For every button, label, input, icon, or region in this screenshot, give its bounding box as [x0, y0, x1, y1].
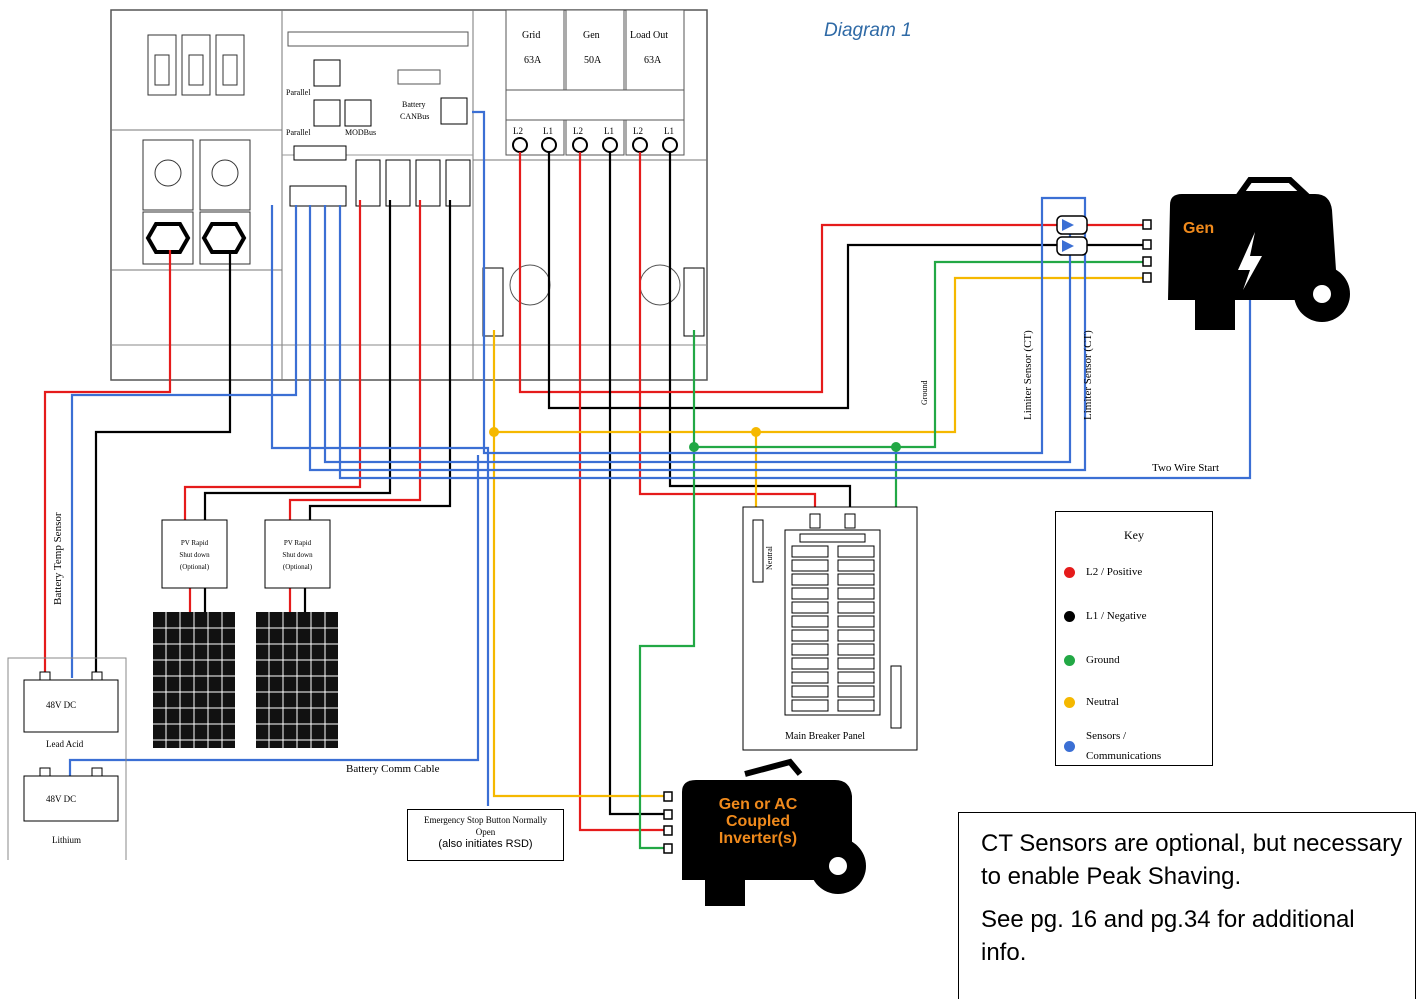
terminal-label: L1 — [543, 126, 553, 136]
lithium-voltage: 48V DC — [46, 794, 77, 804]
pv-panel-2 — [256, 612, 338, 748]
yellow-dot-icon — [1064, 696, 1075, 708]
two-wire-start-label: Two Wire Start — [1152, 462, 1220, 474]
legend-title: Key — [1124, 528, 1144, 542]
ac-coupled-label: Gen or AC Coupled Inverter(s) — [718, 796, 798, 847]
legend-item-l1: L1 / Negative — [1064, 610, 1146, 622]
battery-comm-cable-label: Battery Comm Cable — [346, 763, 440, 775]
port-canbus: CANBus — [400, 112, 430, 121]
blue-dot-icon — [1064, 740, 1075, 752]
lead-acid-voltage: 48V DC — [46, 700, 77, 710]
limiter-sensor-1-label: Limiter Sensor (CT) — [1022, 330, 1034, 420]
pv-panel-1 — [153, 612, 235, 748]
ac-coupled-inverter-icon — [682, 758, 866, 906]
ct-sensors — [1056, 215, 1088, 256]
wires — [43, 110, 1252, 850]
lead-acid-type: Lead Acid — [46, 739, 84, 749]
port-battery: Battery — [402, 100, 426, 109]
lithium-type: Lithium — [52, 835, 81, 845]
breaker-loadout-rating: 63A — [644, 55, 662, 66]
inverter-enclosure — [110, 9, 708, 381]
terminal-label: L1 — [664, 126, 674, 136]
neutral-bar-label: Neutral — [765, 546, 774, 570]
battery-enclosure — [7, 657, 127, 860]
terminal-label: L2 — [573, 126, 583, 136]
green-dot-icon — [1064, 654, 1075, 666]
gen-terminals — [1142, 219, 1152, 283]
terminal-label: L2 — [513, 126, 523, 136]
terminal-label: L1 — [604, 126, 614, 136]
pv-rsd-box-1 — [161, 519, 228, 589]
breaker-gen-rating: 50A — [584, 55, 602, 66]
legend-item-sensors: Sensors /Communications — [1064, 726, 1161, 766]
legend-key: Key L2 / Positive L1 / Negative Ground N… — [1055, 511, 1213, 766]
limiter-sensor-2-label: Limiter Sensor (CT) — [1082, 330, 1094, 420]
ac-coupled-terminals — [663, 791, 673, 854]
legend-item-neutral: Neutral — [1064, 696, 1119, 708]
main-breaker-panel — [742, 506, 918, 751]
wire-junctions — [489, 427, 901, 452]
breaker-grid-rating: 63A — [524, 55, 542, 66]
port-parallel-2: Parallel — [286, 128, 311, 137]
ct-sensor-note: CT Sensors are optional, but necessary t… — [958, 812, 1416, 999]
main-breaker-panel-label: Main Breaker Panel — [785, 731, 865, 742]
generator-label: Gen — [1183, 220, 1215, 237]
red-dot-icon — [1064, 566, 1075, 578]
generator-icon — [1168, 177, 1350, 330]
port-parallel-1: Parallel — [286, 88, 311, 97]
pv-rsd-box-2 — [264, 519, 331, 589]
emergency-stop-box: Emergency Stop Button Normally Open (als… — [407, 809, 564, 861]
legend-item-l2: L2 / Positive — [1064, 566, 1142, 578]
breaker-loadout-label: Load Out — [630, 30, 669, 41]
breaker-grid-label: Grid — [522, 30, 541, 41]
breaker-gen-label: Gen — [583, 30, 600, 41]
port-modbus: MODBus — [345, 128, 377, 137]
ground-label: Ground — [920, 380, 929, 405]
terminal-label: L2 — [633, 126, 643, 136]
black-dot-icon — [1064, 610, 1075, 622]
diagram-caption: Diagram 1 — [824, 20, 912, 41]
battery-temp-sensor-label: Battery Temp Sensor — [52, 512, 64, 605]
legend-item-ground: Ground — [1064, 654, 1120, 666]
